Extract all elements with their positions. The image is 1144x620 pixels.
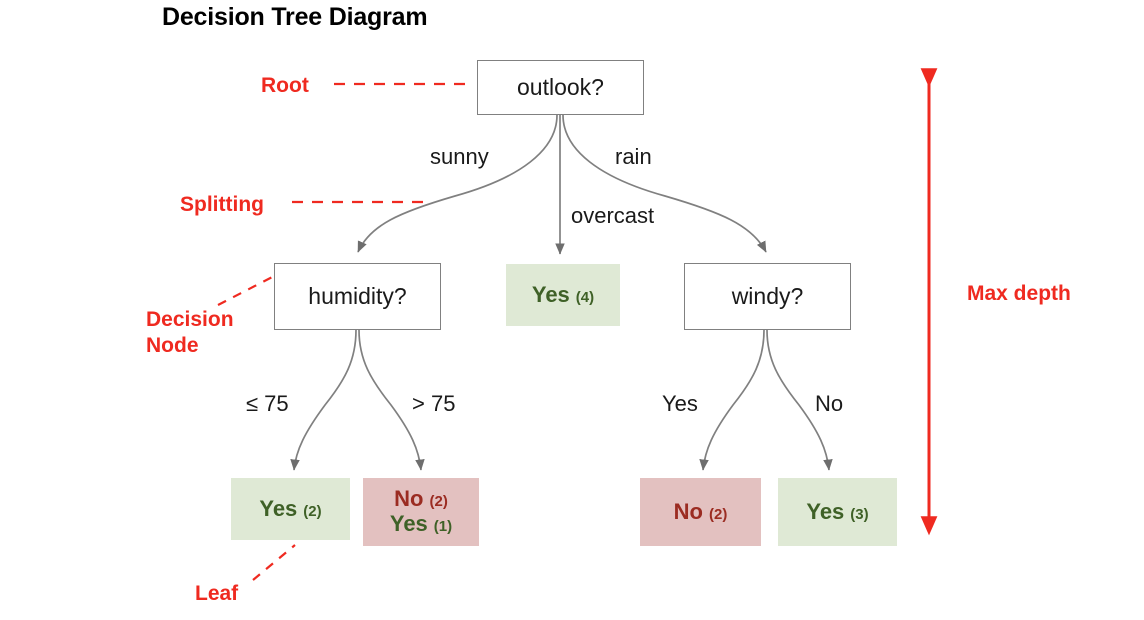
annotation-decision-node: Decision Node	[146, 307, 286, 358]
page-title: Decision Tree Diagram	[162, 3, 428, 31]
leaf-class-label: No	[394, 486, 424, 512]
leaf-line: Yes (1)	[389, 511, 453, 537]
edge-label-windy-no: No	[815, 391, 844, 416]
edge-label-windy-yes: Yes	[662, 391, 698, 416]
leaf-count: (3)	[850, 505, 869, 523]
leaf-line: No (2)	[673, 498, 728, 525]
node-humidity[interactable]: humidity?	[274, 263, 441, 330]
edge-label-overcast: overcast	[571, 203, 655, 228]
edge-label-sunny: sunny	[430, 144, 489, 169]
leaf-line: Yes (2)	[259, 495, 322, 522]
leader-line-leaf	[252, 544, 296, 581]
leaf-windy-yes-no[interactable]: No (2)	[640, 478, 761, 546]
leaf-count: (2)	[303, 502, 322, 520]
leaf-line: Yes (3)	[806, 498, 869, 525]
node-humidity-label: humidity?	[308, 283, 407, 309]
edge-outlook-rain	[562, 114, 767, 253]
node-windy-label: windy?	[731, 283, 804, 309]
leaf-humidity-gt75-mixed[interactable]: No (2) Yes (1)	[363, 478, 479, 546]
leaf-line: Yes (4)	[531, 281, 595, 308]
edge-humidity-le75	[290, 329, 357, 471]
annotation-leaf: Leaf	[195, 582, 239, 605]
leaf-line: No (2)	[394, 487, 448, 512]
node-outlook[interactable]: outlook?	[477, 60, 644, 115]
leaf-count: (2)	[429, 493, 448, 511]
leaf-class-label: Yes	[531, 281, 570, 307]
edge-label-humidity-gt75: > 75	[412, 391, 456, 416]
leaf-class-label: No	[673, 498, 703, 524]
annotation-decision-node-line2: Node	[146, 333, 199, 357]
annotation-root: Root	[261, 74, 309, 97]
leaf-count: (2)	[708, 505, 728, 523]
annotation-decision-node-line1: Decision	[146, 308, 234, 331]
annotation-splitting: Splitting	[180, 193, 264, 216]
annotation-max-depth: Max depth	[967, 282, 1071, 305]
leaf-humidity-le75-yes[interactable]: Yes (2)	[231, 478, 350, 540]
edge-outlook-sunny	[357, 114, 558, 253]
leaf-class-label: Yes	[806, 498, 845, 524]
leaf-windy-no-yes[interactable]: Yes (3)	[778, 478, 897, 546]
edge-windy-yes	[699, 329, 765, 471]
node-outlook-label: outlook?	[517, 74, 604, 100]
leaf-overcast-yes[interactable]: Yes (4)	[506, 264, 620, 326]
edge-label-rain: rain	[615, 144, 652, 169]
leaf-class-label: Yes	[259, 495, 298, 521]
leader-line-decision-node	[217, 271, 283, 306]
edge-label-humidity-le75: ≤ 75	[246, 391, 289, 416]
leaf-count: (4)	[575, 288, 595, 306]
leaf-count: (1)	[433, 518, 453, 535]
node-windy[interactable]: windy?	[684, 263, 851, 330]
leaf-class-label: Yes	[389, 511, 428, 536]
